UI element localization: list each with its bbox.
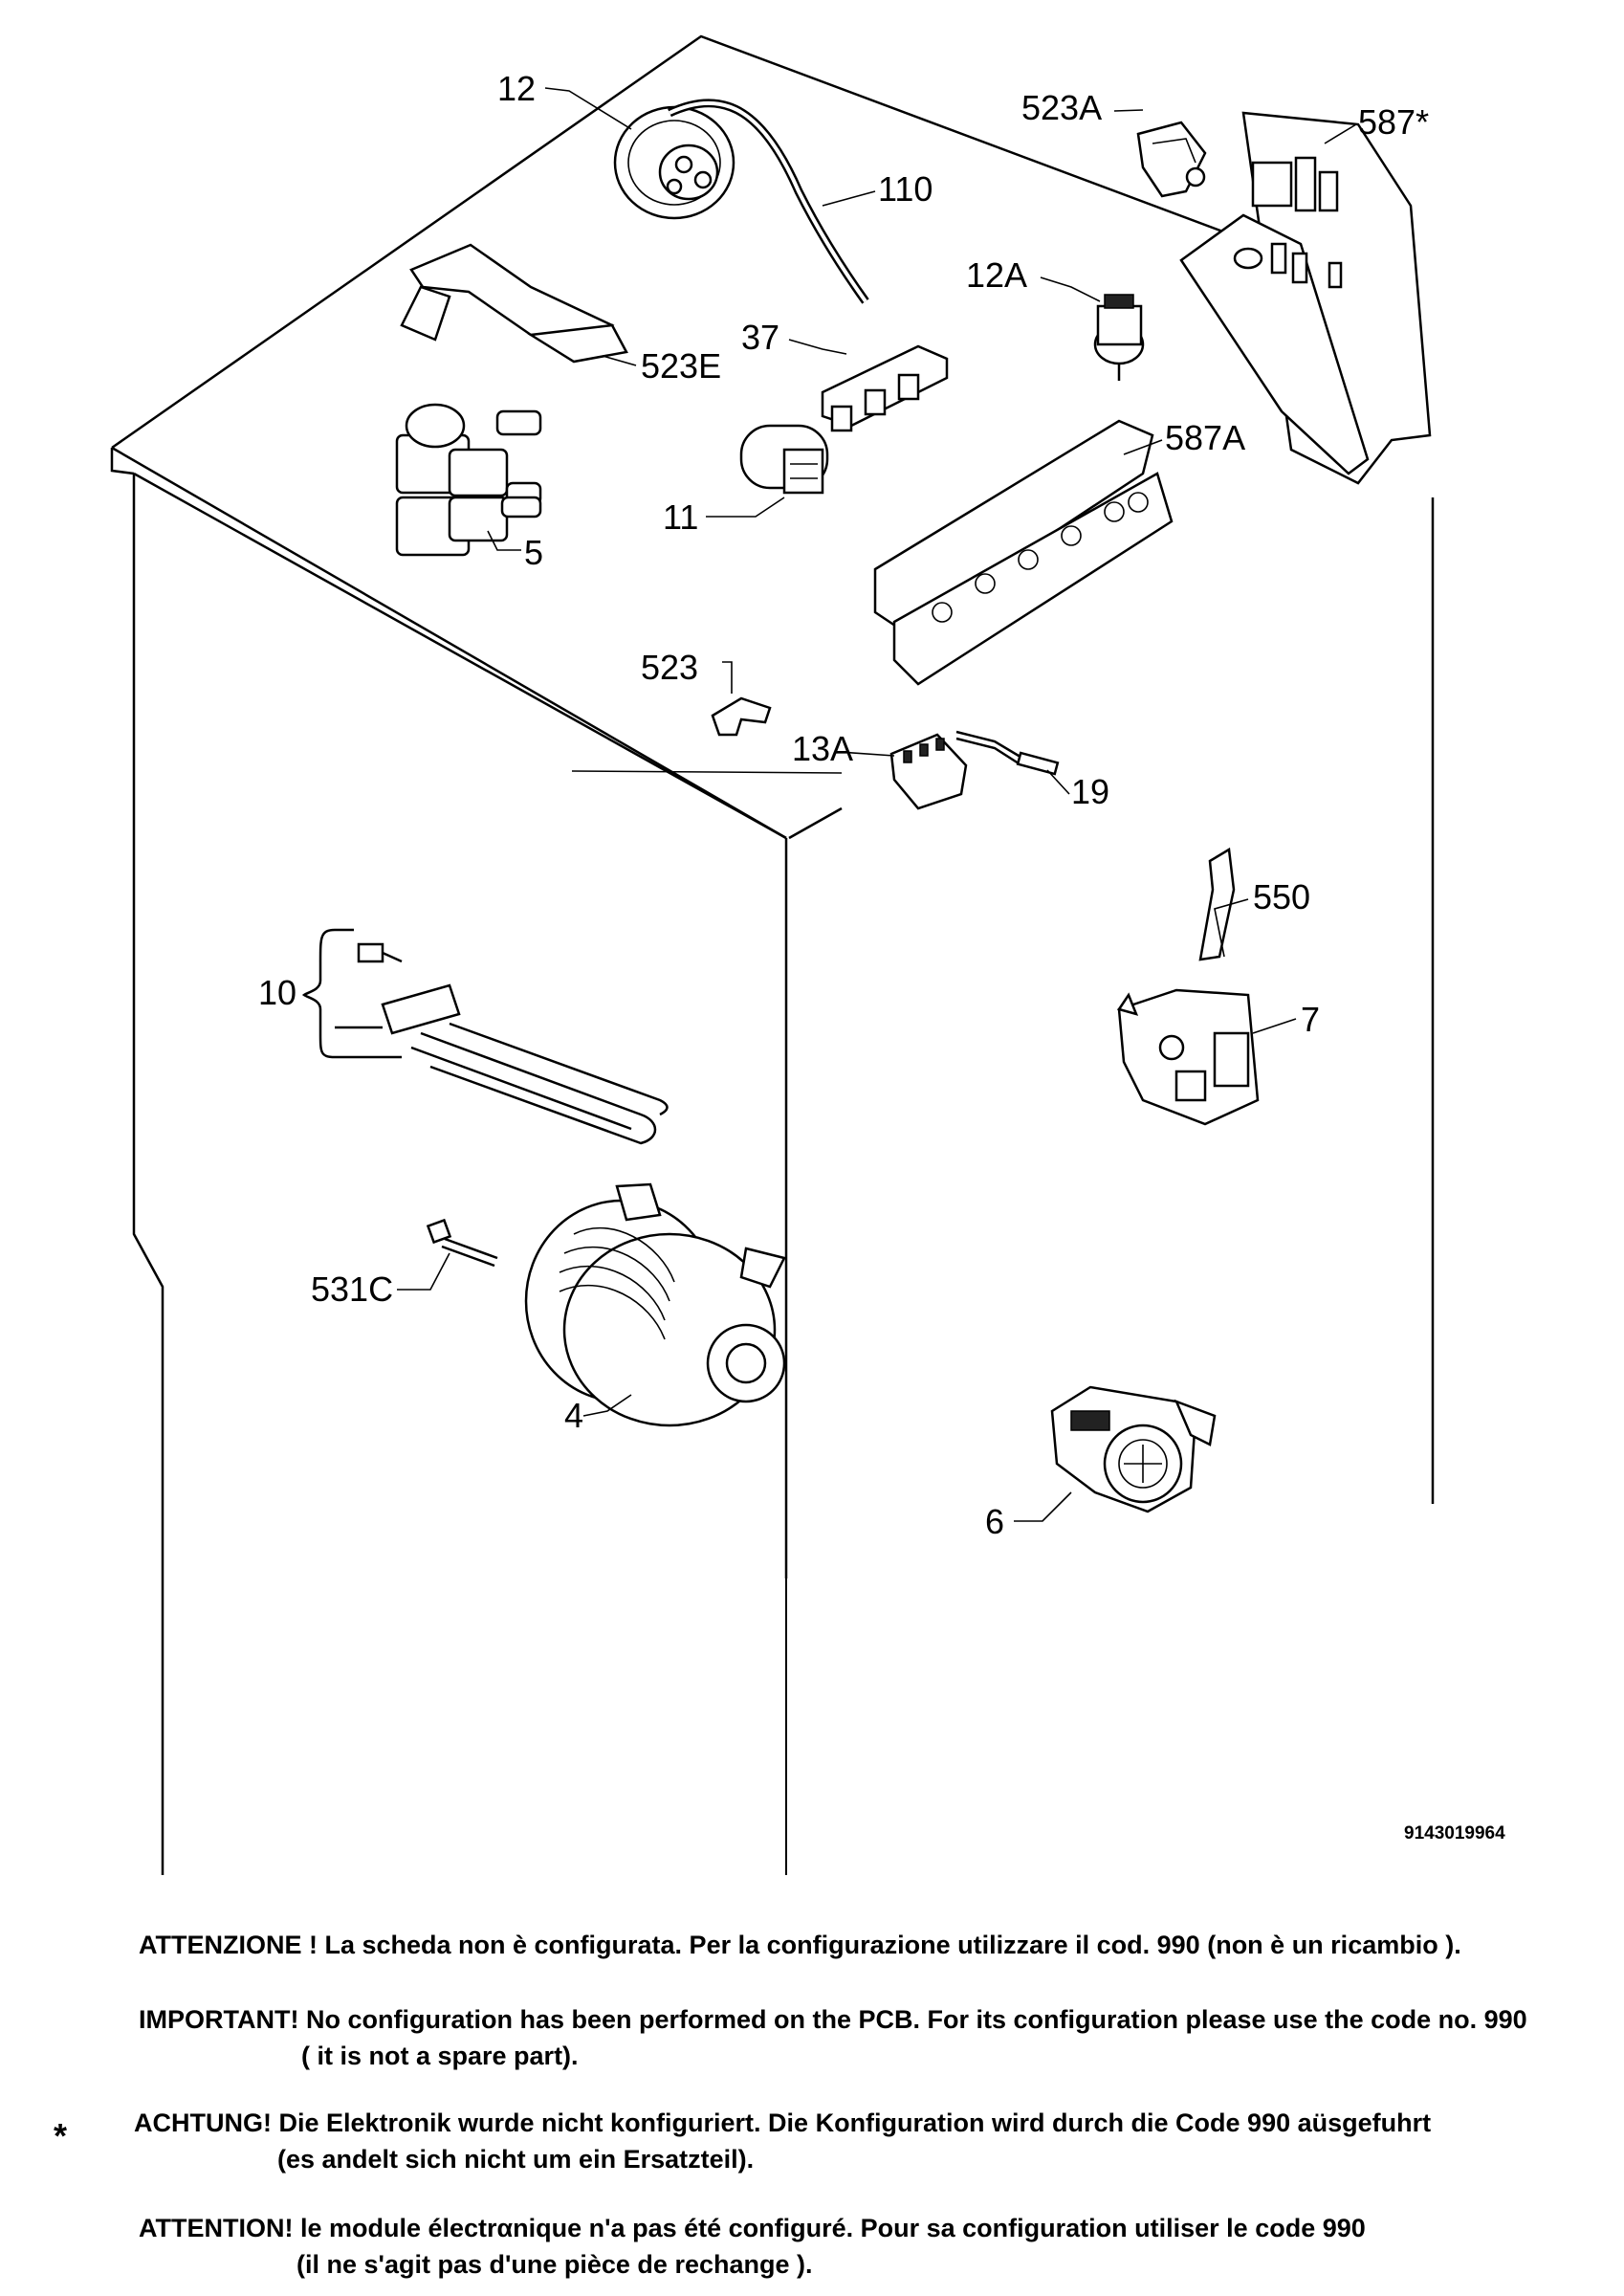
- part-587-electronic-board: [1179, 111, 1432, 485]
- part-7-door-lock: [1117, 988, 1260, 1126]
- callout-550: 550: [1253, 877, 1310, 916]
- note-german-line1: ACHTUNG! Die Elektronik wurde nicht konf…: [134, 2108, 1432, 2137]
- note-french-line2: (il ne s'agit pas d'une pièce de rechang…: [296, 2250, 813, 2279]
- part-523E-bracket: [400, 243, 628, 364]
- note-english: IMPORTANT! No configuration has been per…: [139, 2001, 1527, 2074]
- drawing-code: 9143019964: [1404, 1823, 1505, 1843]
- note-german: ACHTUNG! Die Elektronik wurde nicht konf…: [134, 2105, 1431, 2177]
- callout-5: 5: [524, 533, 543, 572]
- note-french-line1: ATTENTION! le module électrαnique n'a pa…: [139, 2214, 1366, 2242]
- note-italian-line1: ATTENZIONE ! La scheda non è configurata…: [139, 1931, 1461, 1959]
- callout-4: 4: [564, 1396, 583, 1435]
- part-10-heating-element: [301, 928, 669, 1145]
- part-523A-clip: [1136, 121, 1207, 198]
- exploded-parts-diagram: 12 110 523A 587* 12A 523E 37 587A 11 5 5…: [110, 34, 1435, 1875]
- note-german-line2: (es andelt sich nicht um ein Ersatzteil)…: [277, 2145, 755, 2174]
- callout-523A: 523A: [1021, 88, 1102, 127]
- part-587A-control-module: [873, 419, 1174, 686]
- callout-10: 10: [258, 973, 296, 1012]
- part-12-pressure-switch: [613, 105, 735, 220]
- part-4-motor: [524, 1182, 786, 1427]
- callout-37: 37: [741, 318, 779, 357]
- callout-523: 523: [641, 648, 698, 687]
- callout-523E: 523E: [641, 346, 721, 386]
- part-110-hose-inner: [669, 100, 867, 303]
- callout-13A: 13A: [792, 729, 853, 768]
- part-523-small-clip: [711, 696, 772, 737]
- leader-lines: [397, 87, 1357, 1522]
- note-french: ATTENTION! le module électrαnique n'a pa…: [139, 2210, 1366, 2283]
- callout-110: 110: [878, 169, 933, 209]
- callout-6: 6: [985, 1502, 1004, 1541]
- callout-531C: 531C: [311, 1269, 393, 1309]
- part-12A-sensor: [1093, 294, 1145, 381]
- callout-587star: 587*: [1358, 102, 1429, 142]
- part-5-water-valve: [395, 403, 542, 557]
- part-37-connector-block: [821, 344, 949, 432]
- callout-19: 19: [1071, 772, 1109, 811]
- asterisk-marker: *: [54, 2116, 68, 2155]
- part-6-drain-pump: [1050, 1385, 1217, 1513]
- part-11-capacitor: [739, 424, 829, 495]
- part-550-lever: [1198, 847, 1236, 961]
- part-13A-connector: [889, 733, 968, 810]
- callout-12A: 12A: [966, 255, 1027, 295]
- callout-587A: 587A: [1165, 418, 1245, 457]
- note-english-line1: IMPORTANT! No configuration has been per…: [139, 2005, 1527, 2034]
- callout-11: 11: [663, 497, 698, 537]
- note-italian: ATTENZIONE ! La scheda non è configurata…: [139, 1931, 1461, 1960]
- part-531C-screw: [426, 1218, 498, 1268]
- callout-12: 12: [497, 69, 536, 108]
- note-english-line2: ( it is not a spare part).: [301, 2042, 579, 2070]
- part-19-probe: [955, 730, 1060, 776]
- callout-7: 7: [1301, 1000, 1320, 1039]
- cabinet-outline: [110, 34, 1435, 1875]
